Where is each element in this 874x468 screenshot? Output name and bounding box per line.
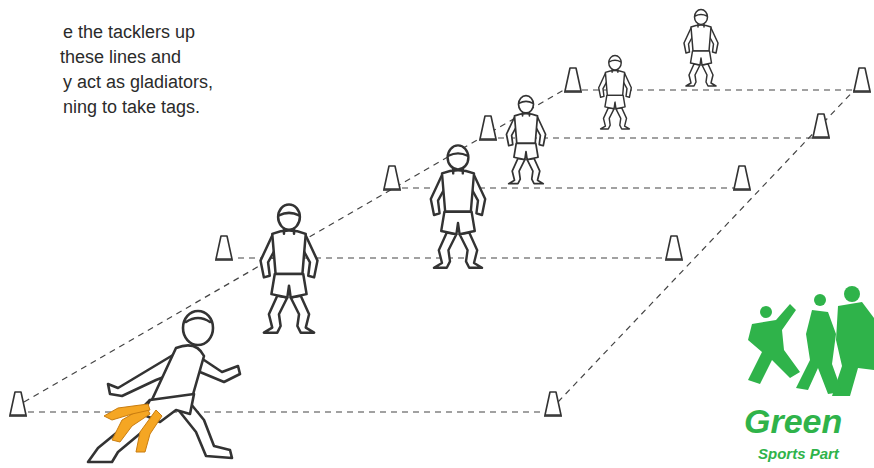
instruction-text: e the tacklers up xyxy=(63,20,195,45)
logo-tagline: Sports Part xyxy=(758,446,839,461)
instruction-text: y act as gladiators, xyxy=(63,70,213,95)
instruction-text: these lines and xyxy=(60,45,181,70)
instruction-text: ning to take tags. xyxy=(63,95,200,120)
logo-wordmark: Green xyxy=(744,404,842,438)
